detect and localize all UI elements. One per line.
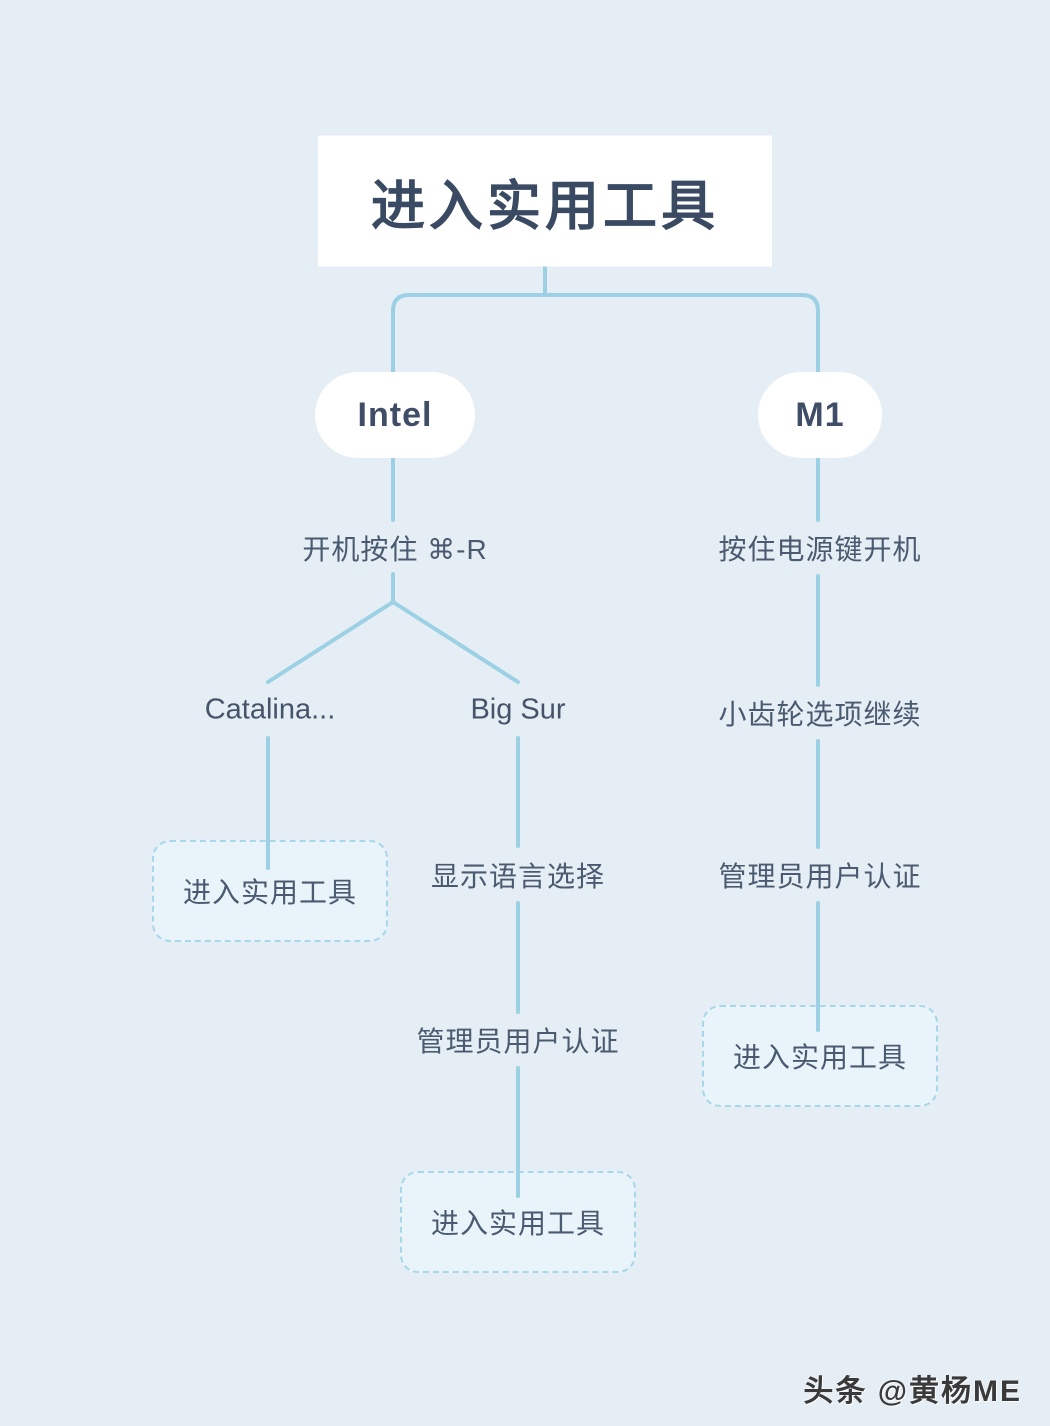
intel-node: Intel xyxy=(315,372,475,458)
bigsur-node-label: Big Sur xyxy=(470,693,566,726)
result-box-bigsur-label: 进入实用工具 xyxy=(430,1208,605,1239)
bigsur-step-admin-auth: 管理员用户认证 xyxy=(416,1020,619,1060)
intel-node-label: Intel xyxy=(357,395,433,434)
m1-node: M1 xyxy=(758,372,882,458)
watermark: 头条 @黄杨ME xyxy=(803,1366,1022,1410)
result-box-bigsur: 进入实用工具 xyxy=(400,1171,636,1273)
m1-step-admin-auth: 管理员用户认证 xyxy=(718,855,921,895)
m1-node-label: M1 xyxy=(795,395,845,434)
intel-step-boot-cmd-r-label: 开机按住 ⌘-R xyxy=(302,534,488,565)
result-box-catalina-label: 进入实用工具 xyxy=(182,877,357,908)
catalina-node: Catalina... xyxy=(205,694,336,727)
m1-step-gear-options-label: 小齿轮选项继续 xyxy=(718,699,922,730)
bigsur-step-language-select-label: 显示语言选择 xyxy=(430,861,606,892)
result-box-m1: 进入实用工具 xyxy=(702,1005,938,1107)
bigsur-step-admin-auth-label: 管理员用户认证 xyxy=(416,1026,620,1057)
bigsur-node: Big Sur xyxy=(470,694,565,727)
m1-step-power-button: 按住电源键开机 xyxy=(718,528,921,568)
bigsur-step-language-select: 显示语言选择 xyxy=(431,855,605,895)
result-box-catalina: 进入实用工具 xyxy=(152,840,388,942)
root-node-label: 进入实用工具 xyxy=(371,176,719,237)
m1-step-gear-options: 小齿轮选项继续 xyxy=(718,693,921,733)
intel-step-boot-cmd-r: 开机按住 ⌘-R xyxy=(302,528,487,568)
m1-step-admin-auth-label: 管理员用户认证 xyxy=(718,861,922,892)
catalina-node-label: Catalina... xyxy=(204,693,336,726)
watermark-text: 头条 @黄杨ME xyxy=(803,1375,1022,1408)
root-node: 进入实用工具 xyxy=(318,135,772,267)
m1-step-power-button-label: 按住电源键开机 xyxy=(718,534,922,565)
result-box-m1-label: 进入实用工具 xyxy=(732,1042,907,1073)
